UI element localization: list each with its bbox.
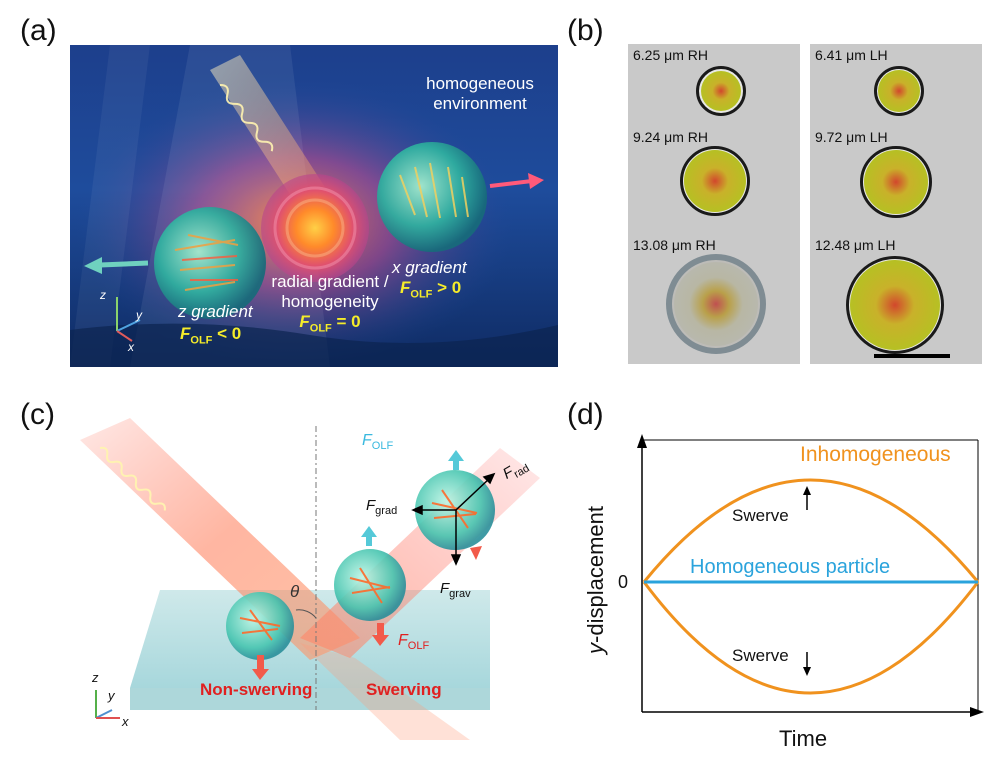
panel-c-illustration [80, 418, 540, 740]
micrograph-caption: 9.72 μm LH [815, 129, 888, 145]
c-f-grav-f: F [440, 580, 450, 597]
c-theta-label: θ [290, 582, 300, 601]
non-swerving-label: Non-swerving [200, 680, 313, 699]
left-motion-arrow [84, 257, 149, 274]
right-motion-arrow [489, 173, 544, 189]
f-olf-zero-sub: OLF [309, 322, 332, 335]
f-olf-neg-sub: OLF [190, 334, 213, 347]
light-beam [210, 55, 330, 210]
y-zero-label: 0 [618, 572, 629, 592]
axes-triad-a [116, 297, 141, 342]
y-axis-label: y-displacement [583, 506, 609, 654]
f-olf-neg-rel: < 0 [212, 324, 242, 343]
homogeneous-label: Homogeneous particle [690, 556, 891, 578]
panel-label-c: (c) [20, 398, 55, 431]
radial-gradient-line1: radial gradient / [271, 272, 389, 291]
micrograph-caption: 6.25 μm RH [633, 47, 708, 63]
y-axis-label-italic: y [583, 642, 608, 654]
c-f-olf-bottom-f: F [398, 632, 408, 649]
micrograph-caption: 12.48 μm LH [815, 237, 896, 253]
micrograph-caption: 13.08 μm RH [633, 237, 716, 253]
z-gradient-label: z gradient [178, 302, 253, 321]
inhomogeneous-curve-lower [642, 581, 980, 695]
swerve-top-label: Swerve [732, 506, 789, 525]
c-f-olf-bottom-sub: OLF [407, 640, 430, 653]
axis-x-label-a: x [128, 340, 134, 354]
x-gradient-label: x gradient [392, 258, 467, 277]
micrograph-caption: 6.41 μm LH [815, 47, 888, 63]
c-f-olf-top-sub: OLF [371, 440, 394, 453]
axis-x-label-c: x [122, 714, 129, 729]
axis-y-label-a: y [136, 308, 142, 322]
force-vectors [411, 472, 496, 566]
swerve-bottom-label: Swerve [732, 646, 789, 665]
y-axis-label-rest: -displacement [583, 506, 608, 643]
f-olf-zero-rel: = 0 [331, 312, 361, 331]
panel-a-illustration [70, 45, 558, 367]
c-f-grav-sub: grav [449, 588, 471, 600]
c-f-grad-f: F [366, 497, 376, 514]
swerving-label: Swerving [366, 680, 442, 699]
incident-beam [80, 418, 360, 660]
non-swerving-sphere [226, 592, 294, 660]
panel-label-a: (a) [20, 14, 57, 47]
x-gradient-sphere [377, 142, 487, 252]
f-olf-neg-f: F [180, 324, 191, 343]
radial-gradient-sphere [261, 174, 369, 282]
micrograph-caption: 9.24 μm RH [633, 129, 708, 145]
micrograph-3: 9.24 μm RH [628, 126, 800, 239]
radial-gradient-line2: homogeneity [281, 292, 379, 311]
panel-label-d: (d) [567, 398, 604, 431]
axis-z-label-c: z [92, 670, 99, 685]
panel-d-plot [637, 434, 984, 717]
f-olf-zero-f: F [299, 312, 310, 331]
f-olf-pos-f: F [400, 278, 411, 297]
axes-triad-c [95, 690, 120, 719]
env-label-line1: homogeneous [426, 74, 534, 93]
axis-y-label-c: y [108, 688, 115, 703]
micrograph-6: 12.48 μm LH [810, 234, 982, 364]
z-gradient-sphere [154, 207, 266, 319]
inhomogeneous-curve-upper [642, 478, 980, 583]
x-axis-label: Time [779, 726, 828, 751]
inhomogeneous-label: Inhomogeneous [800, 443, 951, 466]
axis-z-label-a: z [100, 288, 106, 302]
f-olf-pos-rel: > 0 [432, 278, 462, 297]
env-label-line2: environment [433, 94, 527, 113]
c-f-grad-sub: grad [375, 505, 398, 517]
micrograph-4: 9.72 μm LH [810, 126, 982, 239]
f-olf-pos-sub: OLF [410, 288, 433, 301]
panel-label-b: (b) [567, 14, 604, 47]
micrograph-5: 13.08 μm RH [628, 234, 800, 364]
c-f-olf-top-f: F [362, 432, 372, 449]
scale-bar [874, 354, 950, 358]
